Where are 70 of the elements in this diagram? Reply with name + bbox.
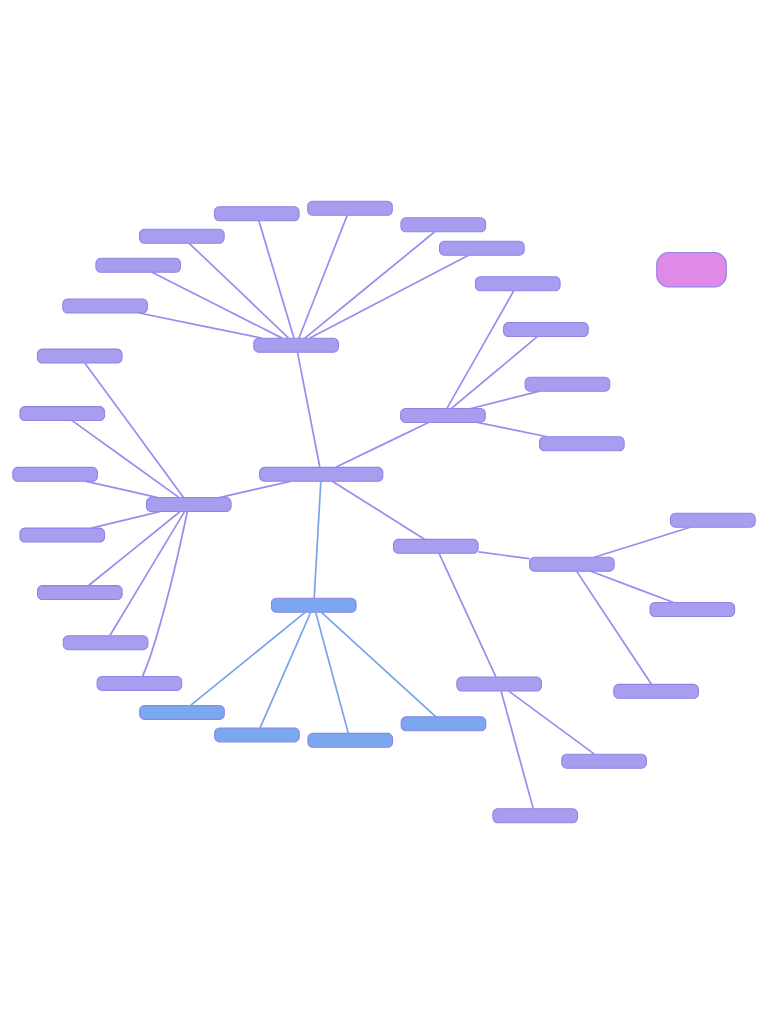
node-box — [138, 228, 225, 244]
connector — [259, 611, 312, 729]
connector — [508, 690, 596, 755]
node-box — [439, 240, 525, 256]
node-box — [670, 512, 756, 528]
node-box — [524, 376, 611, 392]
connector — [331, 480, 426, 541]
node-box — [307, 200, 393, 216]
connector — [85, 480, 159, 499]
node-box — [529, 556, 615, 572]
connector — [141, 510, 189, 677]
connector — [218, 480, 292, 499]
connector — [296, 351, 321, 468]
node-box — [19, 406, 106, 422]
node-box — [649, 602, 736, 617]
connector — [151, 271, 283, 339]
connector — [476, 421, 549, 438]
node-box — [213, 206, 300, 222]
node-box — [492, 808, 579, 824]
connector — [470, 390, 541, 410]
node-box — [62, 635, 149, 651]
node-box — [36, 585, 123, 601]
node-box — [613, 683, 699, 699]
connector — [313, 480, 322, 600]
connector — [575, 570, 653, 686]
connector — [308, 254, 469, 340]
node-box — [474, 276, 561, 292]
connector — [87, 510, 181, 587]
node-box — [19, 527, 106, 543]
node-box — [95, 257, 182, 273]
node-box — [270, 597, 357, 613]
node-box — [503, 322, 589, 338]
connector — [589, 570, 675, 604]
connector — [298, 214, 349, 340]
connector — [320, 611, 437, 718]
node-box — [400, 407, 486, 423]
node-box — [12, 466, 98, 482]
node-box — [214, 727, 300, 743]
connector — [188, 242, 290, 339]
connector — [500, 690, 535, 810]
connector — [314, 611, 350, 735]
connector — [90, 510, 161, 529]
node-box — [139, 704, 225, 720]
node-box — [392, 538, 479, 554]
connector — [138, 312, 263, 340]
connector — [593, 526, 691, 559]
node-box — [62, 298, 148, 314]
node-box — [259, 466, 384, 482]
node-box — [656, 252, 727, 288]
connector — [334, 421, 430, 469]
node-box — [456, 676, 542, 692]
node-box — [36, 348, 123, 364]
connector — [446, 290, 515, 410]
connector — [84, 362, 185, 499]
node-box — [561, 753, 647, 769]
connector — [477, 551, 531, 560]
connector — [258, 220, 295, 339]
node-box — [96, 675, 183, 691]
node-box — [145, 497, 232, 513]
node-box — [400, 716, 487, 732]
connector — [304, 230, 436, 339]
node-box — [400, 217, 487, 233]
node-box — [539, 436, 625, 452]
connector — [71, 419, 180, 499]
connector — [109, 510, 186, 637]
node-box — [307, 732, 394, 748]
connector — [438, 552, 497, 678]
connector — [450, 335, 539, 410]
connector — [190, 611, 306, 707]
node-box — [253, 337, 339, 353]
